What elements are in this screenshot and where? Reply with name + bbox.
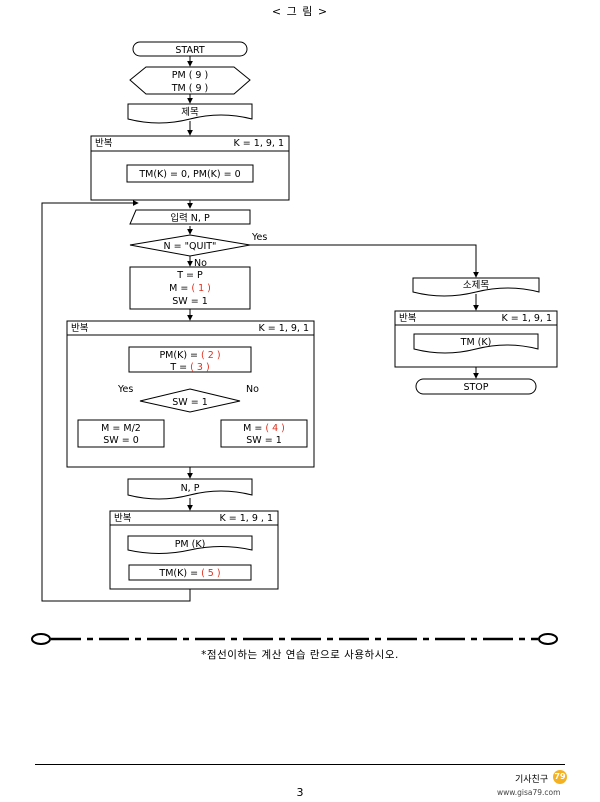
left-line-2: SW = 0	[103, 435, 138, 446]
dashed-cut-line	[31, 633, 558, 645]
page-title: < 그 림 >	[271, 5, 329, 18]
scratch-note: *점선이하는 계산 연습 란으로 사용하시오.	[201, 649, 399, 661]
loop2-label: 반복	[71, 323, 89, 334]
blank-4: ( 4 )	[265, 423, 285, 434]
quit-no-label: No	[194, 258, 207, 269]
quit-decision: N = "QUIT" Yes No	[129, 232, 267, 269]
logo-text: 기사친구	[515, 775, 549, 785]
loop2-t-line: T = ( 3 )	[169, 362, 209, 373]
assign-box: T = P M = ( 1 ) SW = 1	[129, 266, 251, 310]
loop3-label: 반복	[114, 513, 132, 524]
right-line-2: SW = 1	[246, 435, 281, 446]
input-box: 입력 N, P	[129, 209, 251, 225]
logo-badge-icon: 79	[553, 770, 567, 784]
sw-yes-label: Yes	[117, 384, 133, 395]
sw-no-label: No	[246, 384, 259, 395]
subtitle-output: 소제목	[412, 277, 540, 297]
np-output: N, P	[127, 478, 253, 500]
sw-decision-label: SW = 1	[172, 397, 207, 408]
start-label: START	[175, 45, 205, 56]
title-output-label: 제목	[181, 107, 199, 118]
loop3-tm-line: TM(K) = ( 5 )	[158, 568, 220, 579]
quit-decision-label: N = "QUIT"	[164, 241, 217, 252]
loop1-body: TM(K) = 0, PM(K) = 0	[138, 169, 240, 180]
left-line-1: M = M/2	[101, 423, 141, 434]
quit-yes-label: Yes	[251, 232, 267, 243]
loop3-range: K = 1, 9 , 1	[220, 513, 273, 524]
subtitle-label: 소제목	[463, 280, 489, 291]
blank-2: ( 2 )	[201, 350, 221, 361]
assign-line-2: M = ( 1 )	[169, 283, 211, 294]
assign-line-1: T = P	[176, 270, 203, 281]
site-logo: 기사친구 79 www.gisa79.com	[497, 770, 585, 800]
input-label: 입력 N, P	[170, 212, 210, 224]
assign-line-3: SW = 1	[172, 296, 207, 307]
loop2-range: K = 1, 9, 1	[259, 323, 309, 334]
loop3-box: 반복 K = 1, 9 , 1 PM (K) TM(K) = ( 5 )	[109, 510, 279, 590]
prep-line-1: PM ( 9 )	[172, 70, 208, 81]
loop4-out-tm: TM (K)	[460, 337, 492, 348]
loop4-range: K = 1, 9, 1	[502, 313, 552, 324]
loop4-label: 반복	[399, 313, 417, 324]
prep-hexagon: PM ( 9 ) TM ( 9 )	[129, 66, 251, 95]
logo-url: www.gisa79.com	[497, 788, 561, 797]
footer-divider	[35, 764, 565, 765]
start-terminator: START	[132, 41, 248, 57]
stop-label: STOP	[463, 382, 488, 393]
prep-line-2: TM ( 9 )	[171, 83, 209, 94]
loop1-box: 반복 K = 1, 9, 1 TM(K) = 0, PM(K) = 0	[90, 135, 290, 201]
loop2-pm-line: PM(K) = ( 2 )	[159, 350, 220, 361]
right-line-1: M = ( 4 )	[243, 423, 285, 434]
loop1-range: K = 1, 9, 1	[234, 138, 284, 149]
blank-1: ( 1 )	[191, 283, 211, 294]
loop1-label: 반복	[95, 138, 113, 149]
loop3-out-pm: PM (K)	[175, 539, 206, 550]
np-output-label: N, P	[181, 483, 200, 494]
blank-3: ( 3 )	[190, 362, 210, 373]
loop4-box: 반복 K = 1, 9, 1 TM (K)	[394, 310, 558, 368]
page-number: 3	[296, 786, 304, 799]
loop2-box: 반복 K = 1, 9, 1 PM(K) = ( 2 ) T = ( 3 ) S…	[66, 320, 315, 468]
blank-5: ( 5 )	[201, 568, 221, 579]
stop-terminator: STOP	[415, 378, 537, 395]
title-output: 제목	[127, 103, 253, 124]
flowchart: START PM ( 9 ) TM ( 9 ) 제목 반복 K = 1, 9, …	[31, 41, 558, 645]
